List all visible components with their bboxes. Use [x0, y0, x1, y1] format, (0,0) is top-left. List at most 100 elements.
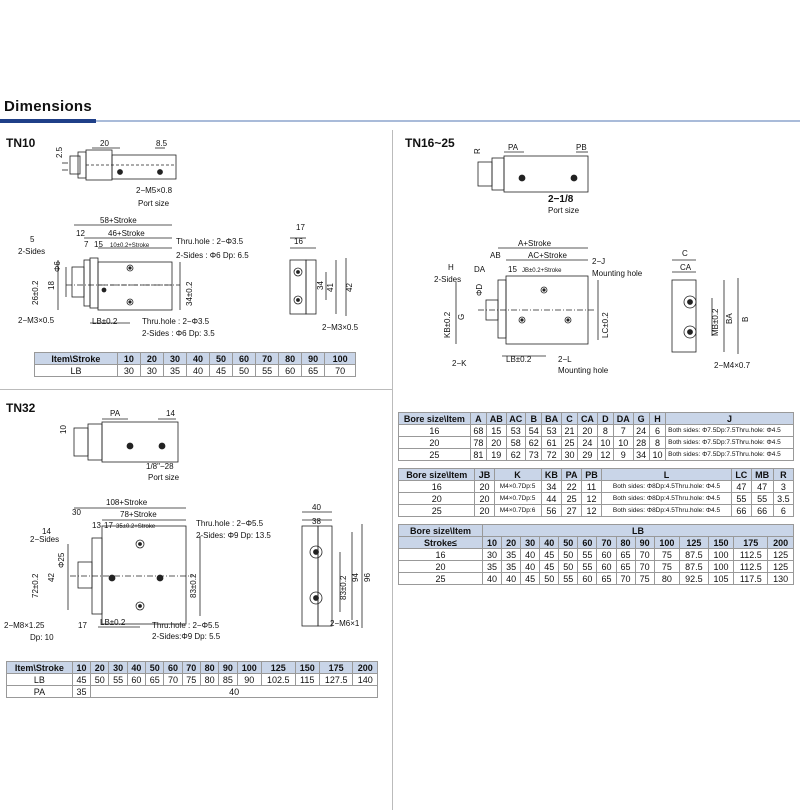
tn10-head-cell: 60	[232, 352, 257, 365]
tn10-cell: 55	[255, 364, 280, 377]
tn16-table-1: Bore size\Item A AB AC B BA C CA D DA G …	[398, 412, 794, 461]
tn16-dim-pb: PB	[576, 143, 587, 152]
tn16-side-mb: MB±0.2	[711, 308, 720, 336]
tn16t1-cell: 20	[485, 436, 507, 449]
tn10-dim-58: 58+Stroke	[100, 216, 137, 225]
tn16-table-3: Bore size\Item LB Stroke≤ 10 20 30 40 50…	[398, 524, 795, 585]
tn10-cell: 30	[116, 364, 141, 377]
tn32-side-96: 96	[363, 573, 372, 582]
title-underline	[0, 119, 800, 123]
tn32-cell: 55	[108, 673, 128, 686]
tn16t3-head-cell: 100	[653, 536, 681, 549]
tn16t2-cell: 34	[540, 480, 563, 493]
tn10-cell: 40	[185, 364, 211, 377]
tn16t1-head-cell: A	[469, 412, 487, 425]
tn32-side-83: 83±0.2	[339, 575, 348, 600]
tn16t3-cell: 45	[539, 560, 560, 573]
tn32-head-cell: 50	[145, 661, 165, 674]
tn32-dim-42: 42	[47, 573, 56, 582]
tn16t3-cell: 65	[615, 548, 636, 561]
tn16-side-c: C	[682, 249, 688, 258]
tn16t1-cell: 53	[505, 424, 527, 437]
tn16t2-cell: M4×0.7Dp:5	[493, 480, 542, 493]
tn16t3-cell: 75	[653, 548, 681, 561]
tn32-pa-rest: 40	[90, 685, 378, 698]
tn16t1-cell: 8	[596, 424, 615, 437]
tn16t3-cell: 70	[615, 572, 636, 585]
tn16t3-cell: 55	[577, 560, 598, 573]
tn32-lb: LB±0.2	[100, 618, 126, 627]
tn10-dim-18: 18	[47, 281, 56, 290]
tn32-dim-phi25: Φ25	[57, 552, 66, 568]
tn16t3-cell: 45	[520, 572, 541, 585]
tn10-table: Item\Stroke 10 20 30 40 50 60 70 80 90 1…	[34, 352, 356, 377]
tn16t1-cell: 10	[648, 448, 667, 461]
tn16t2-cell: 66	[750, 504, 774, 517]
tn16t1-cell: 62	[505, 448, 527, 461]
tn16t1-cell: 10	[596, 436, 615, 449]
tn16t2-head-cell: K	[493, 468, 542, 481]
tn10-head-cell: 100	[324, 352, 356, 365]
tn16t1-cell: 12	[596, 448, 615, 461]
tn16t3-head-cell: 80	[615, 536, 636, 549]
tn16t1-cell: Both sides: Φ7.5Dp:7.5Thru.hole: Φ4.5	[665, 436, 794, 449]
tn32-m8: 2−M8×1.25	[4, 621, 45, 630]
tn16t3-cell: 55	[577, 548, 598, 561]
tn16-g: G	[457, 314, 466, 320]
tn16t2-cell: Both sides: Φ8Dp:4.5Thru.hole: Φ4.5	[601, 492, 732, 505]
tn16t3-head-cell: Stroke≤	[398, 536, 483, 549]
tn16t3-cell: 87.5	[679, 560, 709, 573]
tn10-dim-12: 12	[76, 229, 85, 238]
tn16t3-cell: 105	[707, 572, 735, 585]
page-title: Dimensions	[4, 98, 93, 115]
tn16t3-head-cell: 70	[596, 536, 617, 549]
tn32-cell: 115	[294, 673, 320, 686]
tn10-cell: 45	[209, 364, 234, 377]
tn32-cell: 102.5	[260, 673, 296, 686]
tn32-dim-14: 14	[166, 409, 175, 418]
tn16-lb: LB±0.2	[506, 355, 532, 364]
tn32-head-cell: 80	[199, 661, 220, 674]
tn16-side-b: B	[741, 317, 750, 322]
tn10-dim-7: 7	[84, 240, 89, 249]
tn16t1-head-cell: H	[648, 412, 667, 425]
tn10-dim-15: 15	[94, 240, 103, 249]
tn16t1-cell: 73	[525, 448, 543, 461]
tn10-two-sides: 2-Sides	[18, 247, 45, 256]
tn16t2-head-cell: Bore size\Item	[397, 468, 476, 481]
tn16t3-cell: 40	[520, 560, 541, 573]
tn16t3-cell: 35	[501, 560, 522, 573]
tn10-cell: 50	[232, 364, 257, 377]
tn10-dim-26: 26±0.2	[31, 280, 40, 305]
tn10-dim-34: 34±0.2	[185, 281, 194, 306]
tn32-head-cell: 60	[163, 661, 183, 674]
tn32-side-38: 38	[312, 517, 321, 526]
tn32-dp10: Dp: 10	[30, 633, 54, 642]
tn10-dim-5: 5	[30, 235, 35, 244]
tn16t3-cell: 35	[501, 548, 522, 561]
tn32-dim-72: 72±0.2	[31, 573, 40, 598]
tn16t3-cell: 50	[558, 560, 579, 573]
tn32-dim-14b: 14	[42, 527, 51, 536]
tn32-cell: LB	[6, 673, 73, 686]
tn16t2-cell: 55	[750, 492, 774, 505]
tn16t3-cell: 112.5	[733, 548, 769, 561]
tn32-cell: 65	[145, 673, 165, 686]
tn32-pa-label: PA	[6, 685, 73, 698]
tn16t1-cell: 68	[469, 424, 487, 437]
tn16t1-cell: Both sides: Φ7.5Dp:7.5Thru.hole: Φ4.5	[665, 448, 794, 461]
tn10-side-42: 42	[345, 283, 354, 292]
tn10-two-sides2: 2-Sides : Φ6 Dp: 3.5	[142, 329, 215, 338]
tn16t1-head-cell: BA	[541, 412, 562, 425]
tn32-cell: 90	[236, 673, 262, 686]
tn10-port-note: 2−M5×0.8	[136, 186, 173, 195]
tn16-dim-pa: PA	[508, 143, 519, 152]
tn16-h: H	[448, 263, 454, 272]
tn32-head-cell: 125	[260, 661, 296, 674]
tn32-dim-30: 30	[72, 508, 81, 517]
tn16-a-stroke: A+Stroke	[518, 239, 552, 248]
tn10-dim-10: 10±0.2+Stroke	[110, 243, 150, 249]
tn16t3-head-cell: 20	[501, 536, 522, 549]
tn16t2-head-cell: R	[772, 468, 795, 481]
tn16t3-cell: 20	[398, 560, 483, 573]
